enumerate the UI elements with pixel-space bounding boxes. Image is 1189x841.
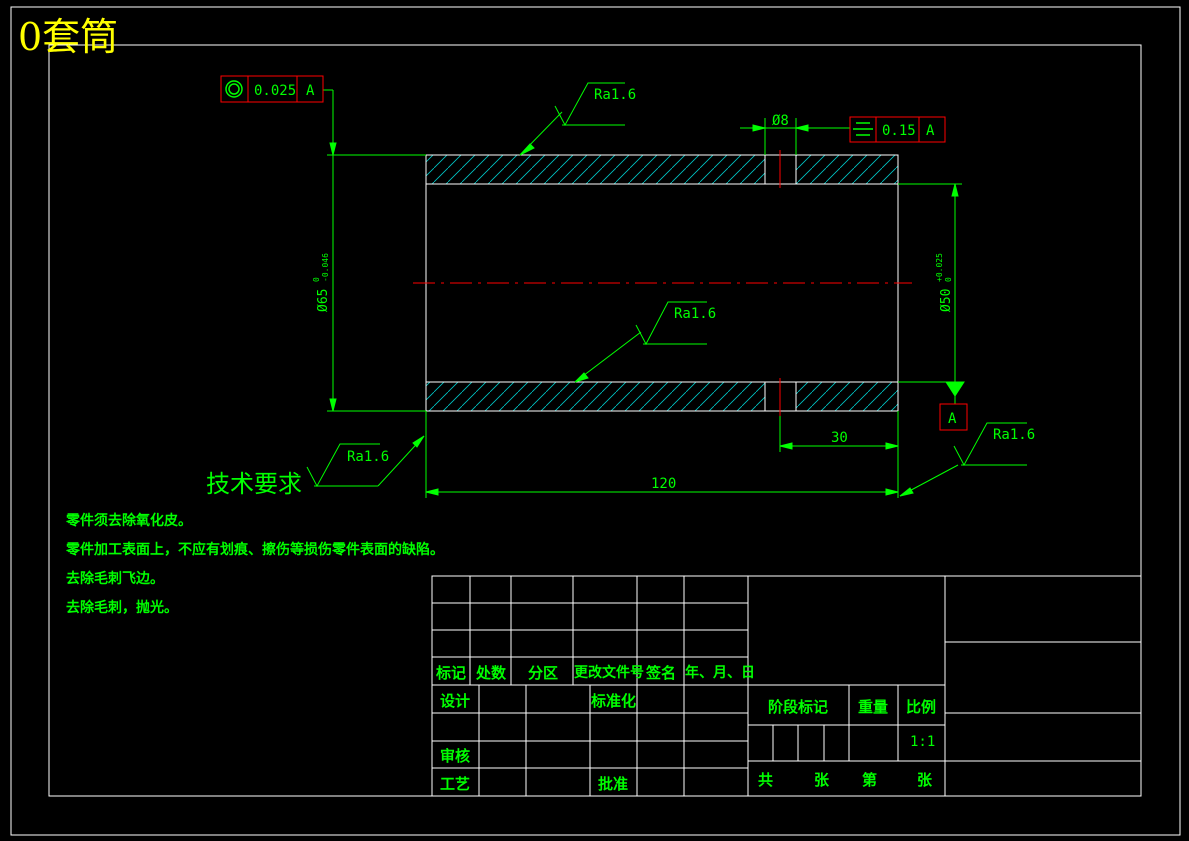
- list-item: 去除毛刺，抛光。: [66, 600, 178, 616]
- inner-lower-tol: 0: [944, 277, 953, 282]
- tb-total-label: 共: [758, 771, 774, 789]
- roughness-symbol: Ra1.6: [519, 82, 636, 156]
- svg-text:Ra1.6: Ra1.6: [594, 87, 636, 103]
- tb-stage-mark-label: 阶段标记: [768, 698, 829, 716]
- tb-weight-label: 重量: [858, 698, 889, 716]
- tb-zone-label: 分区: [528, 664, 559, 682]
- list-item: 零件须去除氧化皮。: [66, 513, 192, 529]
- datum-label: A: [948, 411, 957, 427]
- tb-scale-label: 比例: [906, 698, 937, 716]
- concentricity-frame: 0.025 A: [220, 75, 324, 103]
- list-item: 去除毛刺飞边。: [66, 571, 164, 587]
- tb-standardization-label: 标准化: [591, 692, 637, 710]
- tb-review-label: 审核: [440, 747, 471, 765]
- drawing-title: 0套筒: [18, 15, 119, 59]
- svg-text:Ra1.6: Ra1.6: [993, 427, 1035, 443]
- tb-date-label: 年、月、日: [685, 665, 755, 681]
- tb-count-label: 处数: [476, 664, 507, 682]
- concentricity-datum: A: [306, 83, 315, 99]
- inner-upper-tol: +0.025: [935, 253, 944, 282]
- hole-diameter-dimension: Ø8: [772, 113, 789, 129]
- outer-diameter-dimension: Ø65: [316, 289, 331, 312]
- hole-position-dimension: 30: [831, 430, 848, 446]
- technical-requirements-heading: 技术要求: [206, 470, 302, 498]
- roughness-symbol: Ra1.6: [306, 435, 425, 488]
- svg-text:Ra1.6: Ra1.6: [347, 449, 389, 465]
- tb-sheet-label: 张: [814, 771, 830, 789]
- technical-requirements-list: 零件须去除氧化皮。 零件加工表面上，不应有划痕、擦伤等损伤零件表面的缺陷。 去除…: [66, 511, 444, 627]
- outer-lower-tol: -0.046: [321, 253, 330, 282]
- svg-text:Ra1.6: Ra1.6: [674, 306, 716, 322]
- roughness-symbol: Ra1.6: [574, 301, 716, 383]
- tb-design-label: 设计: [440, 692, 471, 710]
- symmetry-icon: [853, 122, 873, 136]
- title-block-grid: [431, 575, 1142, 797]
- roughness-symbol: Ra1.6: [899, 422, 1035, 497]
- outer-frame: [10, 6, 1181, 836]
- tb-signature-label: 签名: [646, 664, 677, 682]
- tb-mark-label: 标记: [436, 664, 467, 682]
- tb-process-label: 工艺: [440, 775, 471, 793]
- outer-upper-tol: 0: [312, 277, 321, 282]
- concentricity-value: 0.025: [254, 83, 296, 99]
- inner-diameter-dimension: Ø50: [939, 289, 954, 312]
- symmetry-datum: A: [926, 123, 935, 139]
- tb-scale-value: 1:1: [910, 734, 936, 750]
- symmetry-value: 0.15: [882, 123, 916, 139]
- length-dimension: 120: [651, 476, 676, 492]
- tb-approve-label: 批准: [598, 775, 629, 793]
- tb-sheet2-label: 张: [917, 771, 933, 789]
- symmetry-frame: 0.15 A: [849, 116, 946, 143]
- sleeve-section: [425, 150, 899, 416]
- dimension-lines: [323, 89, 965, 498]
- concentricity-icon: [225, 80, 243, 98]
- tb-page-label: 第: [862, 771, 878, 789]
- list-item: 零件加工表面上，不应有划痕、擦伤等损伤零件表面的缺陷。: [66, 542, 444, 558]
- tb-change-doc-label: 更改文件号: [574, 665, 644, 681]
- datum-box: A: [939, 403, 968, 431]
